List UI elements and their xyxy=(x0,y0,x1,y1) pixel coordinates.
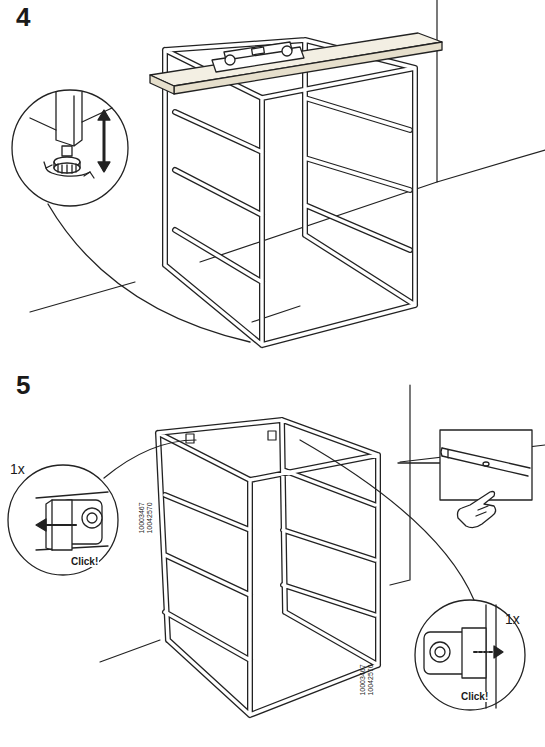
clip-inset xyxy=(8,465,118,575)
click-note: Click! xyxy=(70,557,99,567)
stop-clips xyxy=(104,431,474,600)
step-number: 4 xyxy=(16,4,30,30)
rail-inset xyxy=(398,430,532,528)
level-board xyxy=(150,33,442,94)
step-number: 5 xyxy=(16,372,30,398)
clip-inset xyxy=(415,600,525,710)
spirit-level xyxy=(212,42,304,72)
foot-adjuster-inset xyxy=(12,90,250,342)
part-number: 10003467 xyxy=(138,502,145,533)
part-number: 10042570 xyxy=(146,502,153,533)
click-note: Click! xyxy=(460,692,489,702)
part-number: 10003467 xyxy=(359,664,366,695)
part-number: 10042570 xyxy=(367,664,374,695)
quantity-label: 1x xyxy=(10,462,25,476)
quantity-label: 1x xyxy=(505,612,520,626)
